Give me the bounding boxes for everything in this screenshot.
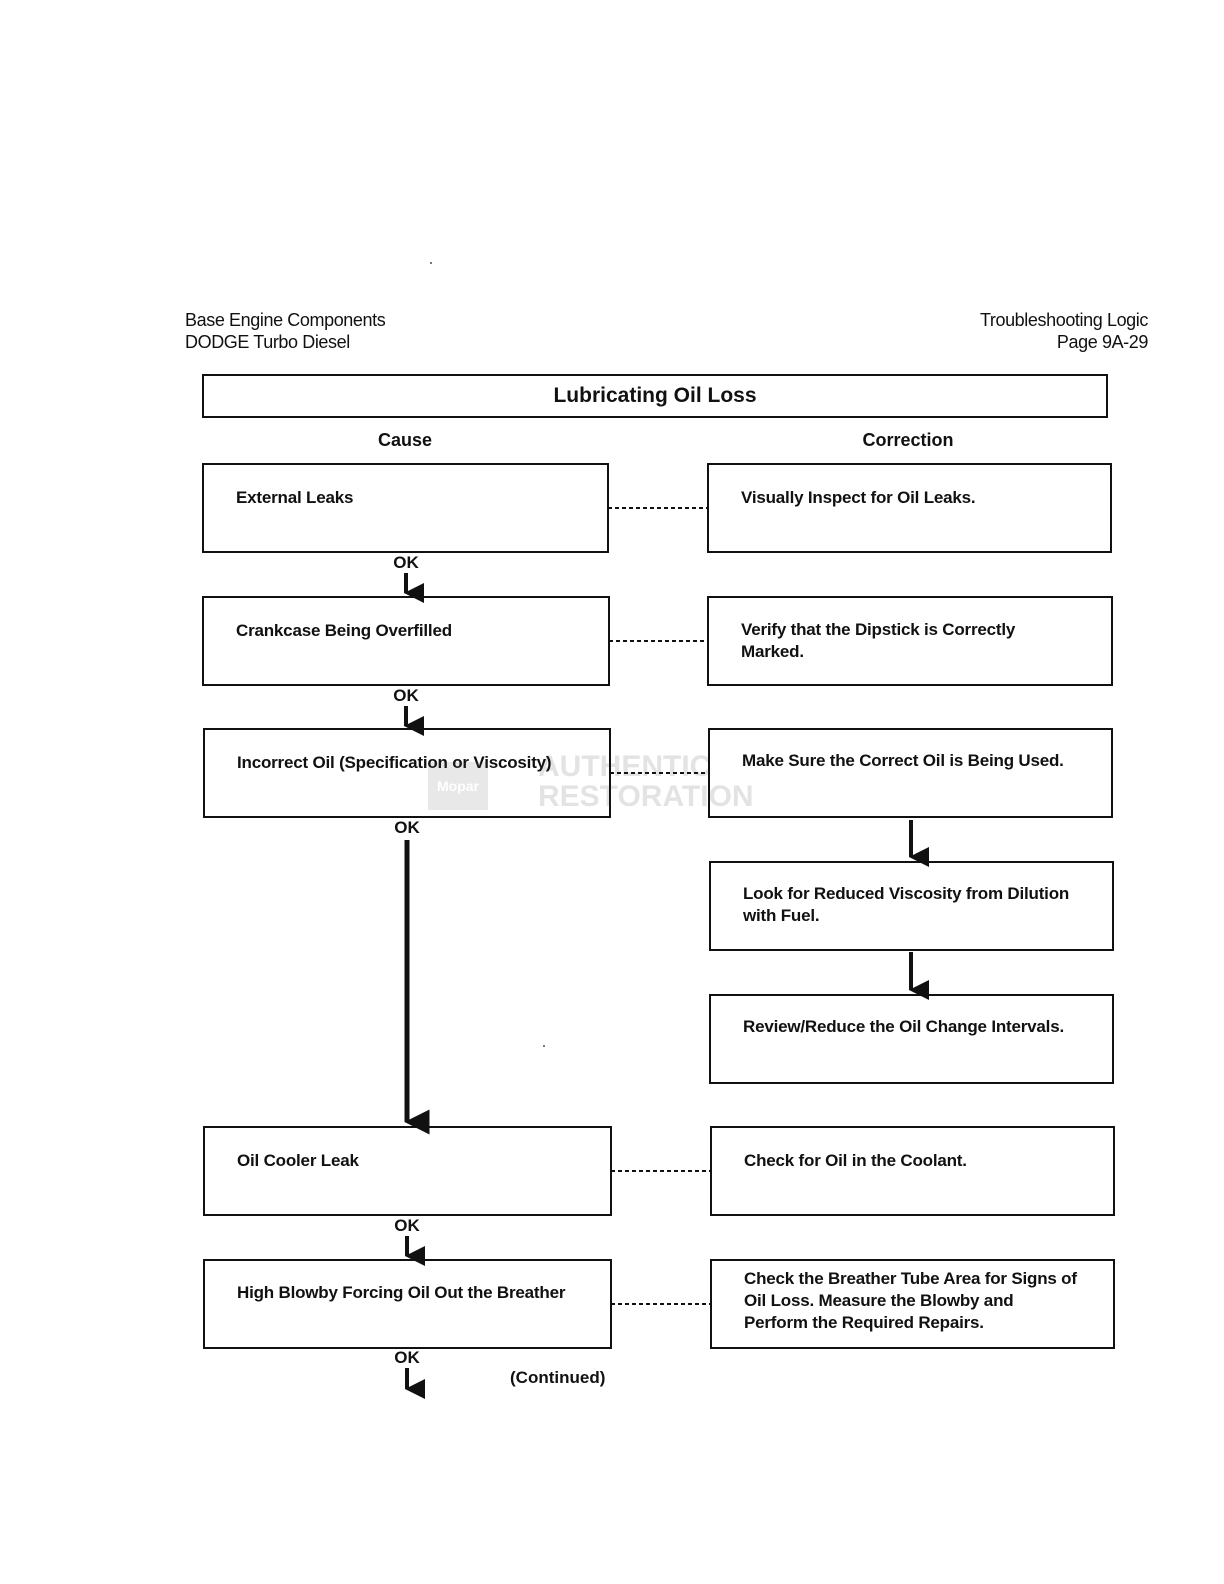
header-left: Base Engine Components DODGE Turbo Diese…	[185, 309, 386, 353]
header-vehicle: DODGE Turbo Diesel	[185, 332, 350, 352]
header-page-number: Page 9A-29	[1056, 332, 1148, 352]
correction-box-inspect-leaks: Visually Inspect for Oil Leaks.	[707, 463, 1112, 553]
correction-column-header: Correction	[862, 430, 954, 450]
ok-label: OK	[394, 1216, 420, 1235]
correction-box-oil-change-intervals: Review/Reduce the Oil Change Intervals.	[709, 994, 1114, 1084]
speck	[543, 1045, 545, 1047]
correction-box-verify-dipstick: Verify that the Dipstick is Correctly Ma…	[707, 596, 1113, 686]
speck	[430, 262, 432, 264]
ok-label: OK	[394, 818, 420, 837]
header-chapter: Troubleshooting Logic	[979, 310, 1148, 330]
cause-box-external-leaks: External Leaks	[202, 463, 609, 553]
ok-label: OK	[393, 686, 419, 705]
ok-label: OK	[394, 1348, 420, 1367]
cause-box-high-blowby: High Blowby Forcing Oil Out the Breather	[203, 1259, 612, 1349]
correction-box-breather-tube: Check the Breather Tube Area for Signs o…	[710, 1259, 1115, 1349]
header-right: Troubleshooting Logic Page 9A-29	[980, 309, 1148, 353]
continued-note: (Continued)	[510, 1368, 606, 1387]
chart-title: Lubricating Oil Loss	[202, 374, 1108, 418]
correction-box-oil-in-coolant: Check for Oil in the Coolant.	[710, 1126, 1115, 1216]
cause-column-header: Cause	[377, 430, 433, 450]
ok-label: OK	[393, 553, 419, 572]
correction-box-reduced-viscosity: Look for Reduced Viscosity from Dilution…	[709, 861, 1114, 951]
cause-box-incorrect-oil: Incorrect Oil (Specification or Viscosit…	[203, 728, 611, 818]
header-section: Base Engine Components	[185, 310, 386, 330]
cause-box-oil-cooler-leak: Oil Cooler Leak	[203, 1126, 612, 1216]
correction-box-correct-oil: Make Sure the Correct Oil is Being Used.	[708, 728, 1113, 818]
cause-box-crankcase-overfilled: Crankcase Being Overfilled	[202, 596, 610, 686]
